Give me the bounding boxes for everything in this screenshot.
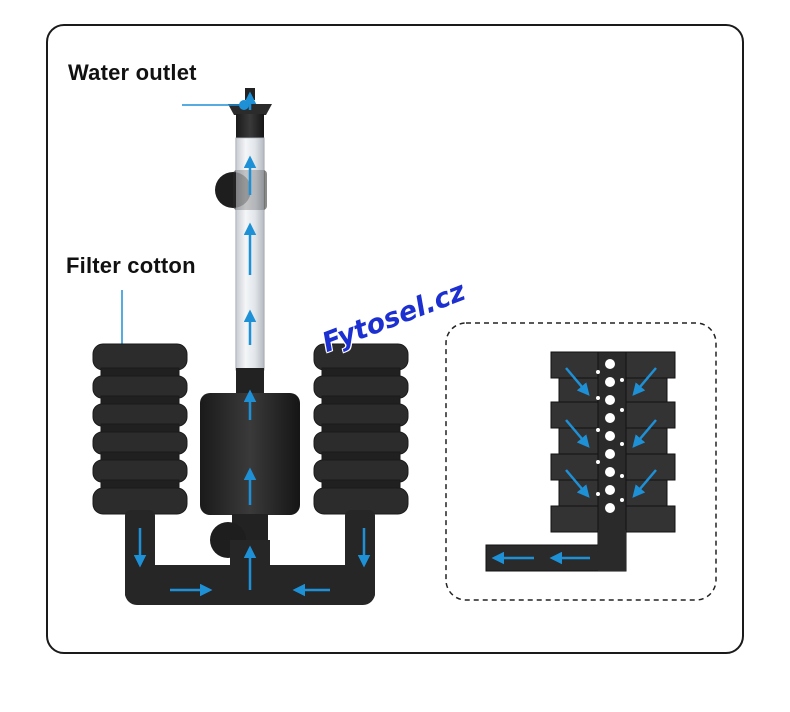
left-sponge <box>92 343 188 515</box>
filter-cotton-label: Filter cotton <box>66 253 196 278</box>
flow-arrows-detail <box>491 367 657 565</box>
diagram-frame <box>46 24 744 654</box>
detail-inset <box>445 322 717 601</box>
water-outlet-label: Water outlet <box>68 60 197 85</box>
outlet-pointer-dot <box>239 100 249 110</box>
detail-holes <box>596 359 624 513</box>
right-sponge <box>313 343 409 515</box>
flow-arrows-main <box>133 91 371 597</box>
